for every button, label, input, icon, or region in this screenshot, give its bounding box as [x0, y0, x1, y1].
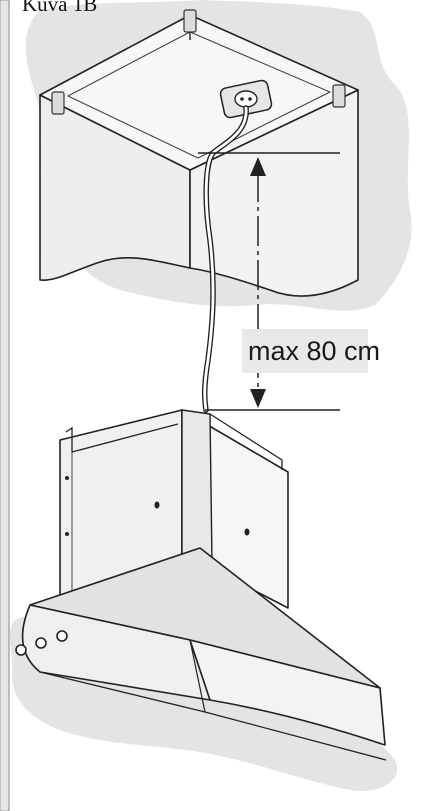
socket-pin-right	[248, 97, 252, 101]
screw-hole-left-top	[65, 476, 69, 480]
cabinet-right-panel	[189, 89, 359, 297]
duct-right-top-flange	[209, 413, 283, 470]
hood-front-right-face	[189, 639, 386, 746]
dimension-label-box	[242, 329, 368, 373]
ceiling-socket	[234, 90, 258, 108]
hood-lower-edge-right	[204, 711, 387, 761]
hood-lower-edge-left	[39, 671, 206, 713]
socket-pin-left	[240, 97, 244, 101]
dimension-arrow-down	[250, 389, 266, 408]
hood-front-left-face	[21, 604, 211, 701]
screw-hole-left-bottom	[65, 532, 69, 536]
hood-control-knob-3	[56, 630, 68, 642]
screw-hole-center	[154, 501, 160, 509]
hood-control-knob-2	[35, 637, 47, 649]
max-height-dimension-label: max 80 cm	[248, 336, 381, 366]
cabinet-left-panel	[39, 94, 191, 281]
hood-control-knob-1	[15, 644, 27, 656]
hood-corner-crease	[189, 639, 206, 713]
bracket-right	[332, 84, 346, 108]
figure-caption: Kuva 1B	[22, 0, 98, 16]
bracket-left	[51, 91, 65, 115]
screw-hole-right	[244, 528, 250, 536]
cabinet-bottom-face	[39, 14, 359, 171]
duct-left-top-flange	[65, 423, 179, 453]
power-cable-highlight	[203, 106, 248, 412]
bracket-back	[183, 9, 197, 33]
dimension-arrow-up	[250, 157, 266, 176]
duct-corner-bevel	[181, 409, 213, 563]
left-frame-border	[0, 0, 10, 811]
cabinet-inner-recess	[66, 31, 332, 159]
